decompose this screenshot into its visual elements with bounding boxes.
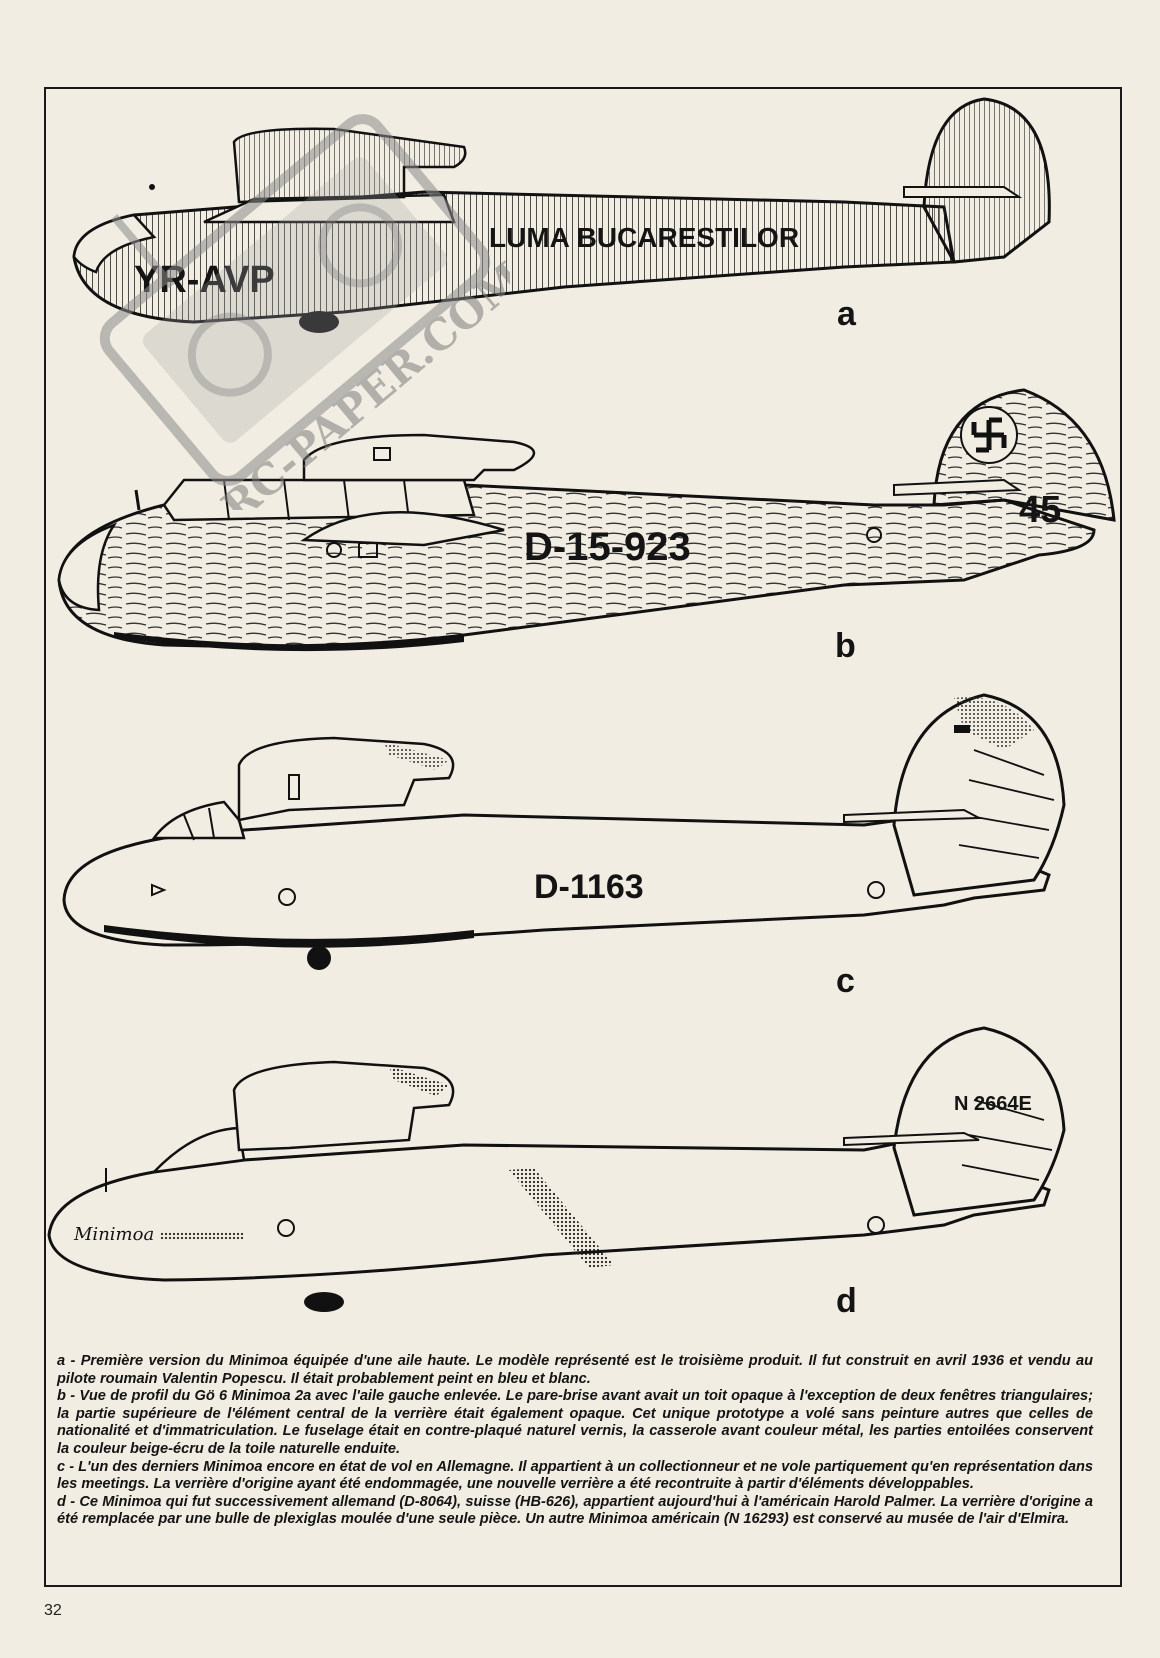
illustration-frame xyxy=(44,87,1122,1587)
figure-label-b: b xyxy=(835,627,856,665)
figure-c-drawing: D-1163 xyxy=(44,693,1122,1010)
caption-b: b - Vue de profil du Gö 6 Minimoa 2a ave… xyxy=(57,1388,1093,1457)
registration-d-15-923: D-15-923 xyxy=(524,525,691,569)
figure-label-a: a xyxy=(837,295,856,333)
caption-a: a - Première version du Minimoa équipée … xyxy=(57,1353,1093,1387)
glider-b-profile: D-15-923 45 xyxy=(57,388,1116,652)
glider-a-profile: YR-AVP LUMA BUCARESTILOR xyxy=(72,97,1051,333)
figure-label-c: c xyxy=(836,962,855,1000)
fuselage-text-luma-bucarestilor: LUMA BUCARESTILOR xyxy=(489,222,799,253)
figure-a-drawing: YR-AVP LUMA BUCARESTILOR xyxy=(44,87,1122,367)
nose-name-minimoa: Minimoa xyxy=(73,1224,154,1245)
caption-c: c - L'un des derniers Minimoa encore en … xyxy=(57,1458,1093,1493)
caption-d: d - Ce Minimoa qui fut successivement al… xyxy=(57,1493,1093,1528)
page-number: 32 xyxy=(44,1602,62,1619)
registration-yr-avp: YR-AVP xyxy=(134,259,275,301)
tail-registration-n2664e: N 2664E xyxy=(954,1093,1032,1115)
figure-label-d: d xyxy=(836,1282,857,1320)
glider-c-profile: D-1163 xyxy=(62,693,1066,970)
figure-d-drawing: Minimoa N 2664E xyxy=(44,1026,1122,1340)
glider-d-profile: Minimoa N 2664E xyxy=(47,1026,1066,1312)
figure-caption: a - Première version du Minimoa équipée … xyxy=(57,1353,1093,1529)
figure-b-drawing: D-15-923 45 xyxy=(44,380,1122,670)
tail-number-45: 45 xyxy=(1019,489,1061,531)
registration-d-1163: D-1163 xyxy=(534,868,644,906)
